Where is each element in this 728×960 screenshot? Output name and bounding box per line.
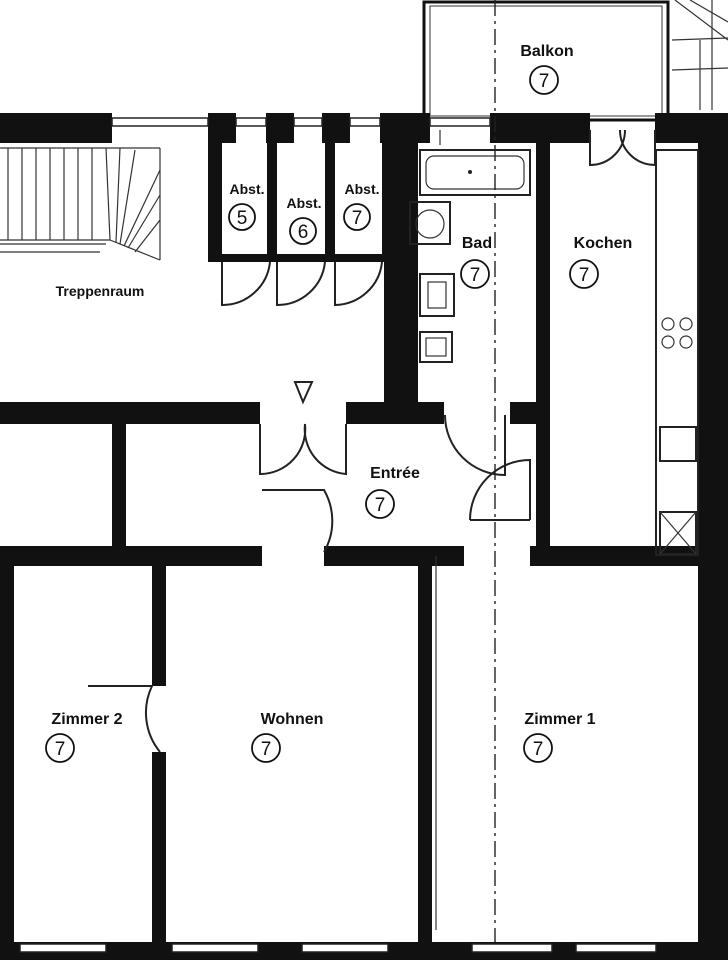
- room-label-treppenraum: Treppenraum: [56, 283, 145, 299]
- kitchen-counter: [655, 149, 699, 556]
- room-number-circle: [228, 203, 256, 231]
- room-number: 7: [55, 739, 66, 760]
- room-label-wohnen: Wohnen 7: [251, 711, 324, 763]
- room-label-abst7: Abst. 7: [343, 181, 380, 231]
- doors: [88, 129, 656, 753]
- staircase: [0, 147, 161, 261]
- room-number: 7: [352, 208, 363, 229]
- washbasin: [419, 273, 455, 317]
- room-label-kochen: Kochen 7: [569, 235, 633, 289]
- room-name: Bad: [462, 235, 492, 252]
- room-name: Entrée: [370, 465, 420, 482]
- kitchen-sink: [659, 426, 697, 462]
- room-number: 6: [298, 222, 309, 243]
- room-number-circle: [365, 489, 395, 519]
- room-number-circle: [460, 259, 490, 289]
- room-label-zimmer2: Zimmer 2 7: [45, 711, 123, 763]
- room-label-bad: Bad 7: [460, 235, 492, 289]
- room-label-zimmer1: Zimmer 1 7: [523, 711, 596, 763]
- small-sink: [419, 331, 453, 363]
- room-number: 7: [539, 71, 550, 92]
- room-number: 7: [470, 265, 481, 286]
- room-name: Abst.: [230, 181, 265, 197]
- room-name: Kochen: [574, 235, 633, 252]
- room-number: 5: [237, 208, 248, 229]
- room-name: Balkon: [520, 43, 573, 60]
- room-label-abst6: Abst. 6: [287, 195, 322, 245]
- room-label-entree: Entrée 7: [365, 465, 420, 519]
- fridge: [659, 511, 697, 555]
- room-name: Treppenraum: [56, 283, 145, 299]
- room-name: Abst.: [345, 181, 380, 197]
- room-name: Zimmer 2: [51, 711, 122, 728]
- room-number-circle: [289, 217, 317, 245]
- room-number: 7: [261, 739, 272, 760]
- stair-outside: [671, 0, 728, 110]
- room-number-circle: [523, 733, 553, 763]
- balcony-outline: [422, 0, 670, 122]
- room-name: Wohnen: [261, 711, 324, 728]
- room-number-circle: [251, 733, 281, 763]
- room-number-circle: [343, 203, 371, 231]
- room-name: Abst.: [287, 195, 322, 211]
- walls: [0, 113, 728, 960]
- room-label-abst5: Abst. 5: [228, 181, 265, 231]
- room-number: 7: [375, 495, 386, 516]
- toilet: [409, 201, 451, 245]
- windows: [19, 117, 657, 953]
- room-name: Zimmer 1: [524, 711, 595, 728]
- room-number: 7: [579, 265, 590, 286]
- room-number-circle: [569, 259, 599, 289]
- room-label-balkon: Balkon 7: [520, 43, 574, 95]
- room-number: 7: [533, 739, 544, 760]
- stove: [661, 317, 693, 349]
- room-number-circle: [529, 65, 559, 95]
- bathtub: [419, 149, 531, 196]
- room-number-circle: [45, 733, 75, 763]
